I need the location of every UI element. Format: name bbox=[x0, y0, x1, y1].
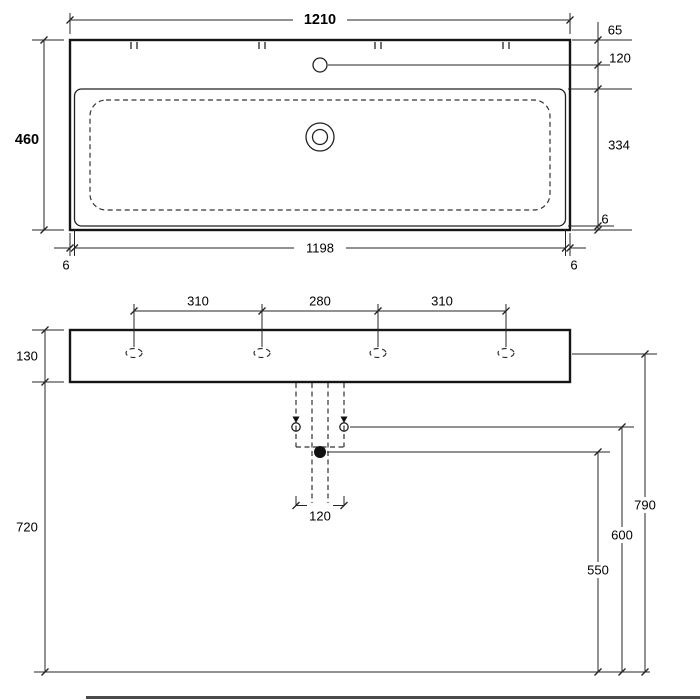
dim-underside-height-label: 720 bbox=[16, 520, 38, 535]
fixing-bolt-icon bbox=[339, 416, 349, 432]
dim-tap-spacing-center-label: 280 bbox=[309, 294, 331, 309]
basin-bottom-dashed bbox=[89, 99, 551, 211]
dim-rim-right-label: 6 bbox=[601, 212, 608, 227]
dim-fixing-height-label: 600 bbox=[611, 528, 633, 543]
tap-hole-icon bbox=[312, 57, 328, 73]
dim-left-stack: 130 720 bbox=[16, 325, 64, 677]
dim-inner-width-label: 1198 bbox=[306, 241, 334, 256]
dim-overall-width-label: 1210 bbox=[304, 12, 336, 28]
dim-overall-depth-label: 460 bbox=[15, 132, 39, 148]
dim-tap-spacing: 310 280 310 bbox=[129, 294, 511, 347]
top-view-outline bbox=[68, 38, 572, 232]
dim-fixing-height: 600 bbox=[350, 422, 639, 677]
dim-basin-depth-label: 334 bbox=[608, 138, 630, 153]
dim-tap-offset-label: 65 bbox=[608, 23, 622, 38]
drain-pipe-dashed bbox=[295, 383, 345, 503]
dim-overall-height: 790 bbox=[572, 349, 662, 677]
dim-drain-height-label: 550 bbox=[587, 563, 609, 578]
drain-outlet-icon bbox=[314, 446, 326, 458]
fixing-bolt-icon bbox=[291, 416, 301, 432]
dim-deck-depth-label: 120 bbox=[609, 51, 631, 66]
dim-drain-height: 550 bbox=[327, 447, 614, 677]
dim-bottom-stack: 1198 6 6 bbox=[54, 229, 586, 273]
drain-icon bbox=[305, 122, 335, 152]
front-view: 310 280 310 130 720 120 550 bbox=[16, 294, 662, 677]
tap-position-marks bbox=[130, 42, 510, 49]
dim-overall-depth: 460 bbox=[15, 35, 64, 235]
tap-holes-dashed bbox=[125, 347, 515, 359]
top-view: 1210 460 65 120 334 6 bbox=[15, 11, 632, 273]
dim-rim-bottom-left-label: 6 bbox=[62, 258, 69, 273]
front-view-outline bbox=[68, 328, 572, 384]
dim-tap-spacing-right-label: 310 bbox=[431, 294, 453, 309]
dim-right-stack: 65 120 334 6 bbox=[328, 22, 632, 235]
dim-front-height-label: 130 bbox=[16, 349, 38, 364]
dim-rim-bottom-right-label: 6 bbox=[570, 258, 577, 273]
dim-overall-height-label: 790 bbox=[634, 498, 656, 513]
basin-edge bbox=[73, 88, 567, 227]
dim-overall-width: 1210 bbox=[65, 11, 575, 34]
dim-tap-spacing-left-label: 310 bbox=[187, 294, 209, 309]
dim-drain-width-label: 120 bbox=[309, 509, 331, 524]
dim-drain-width: 120 bbox=[291, 496, 349, 524]
